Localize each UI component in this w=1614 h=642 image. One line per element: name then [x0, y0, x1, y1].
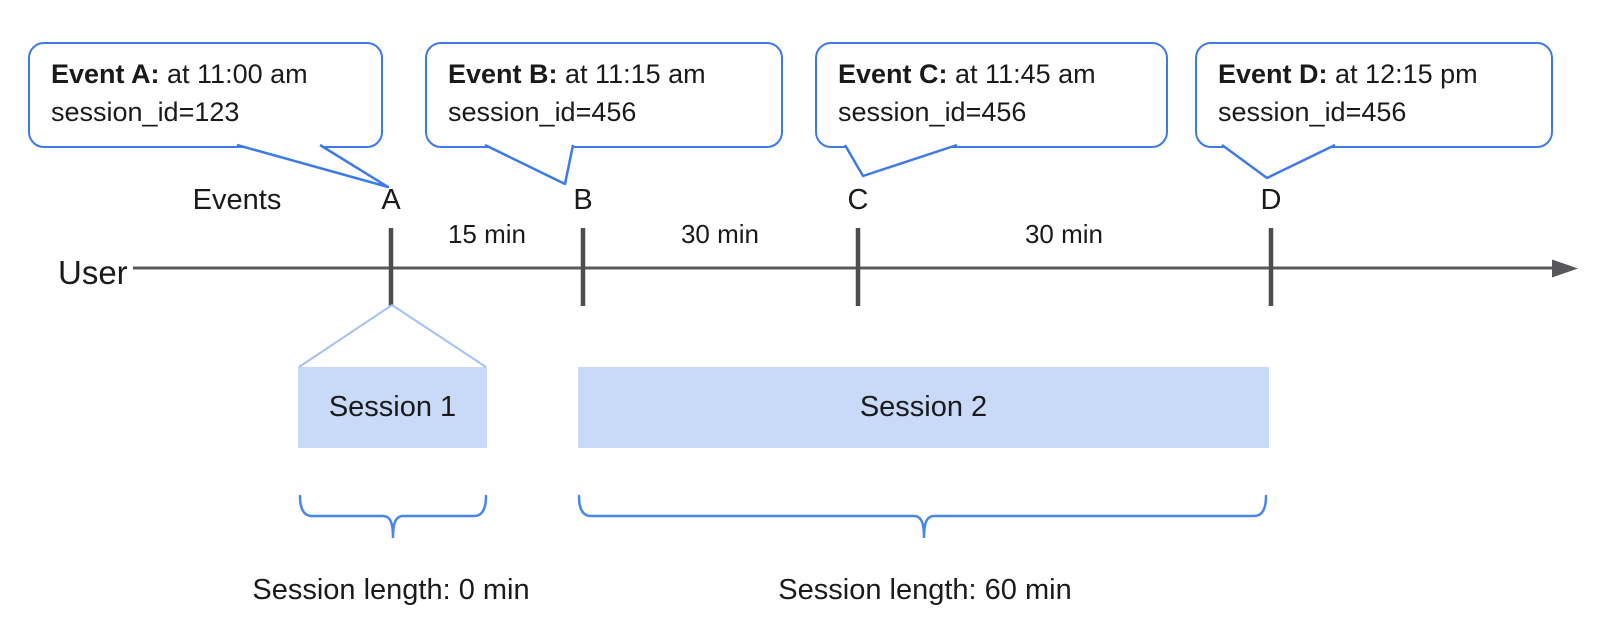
event-b-callout-time: at 11:15 am [557, 59, 706, 89]
session-1-length-label: Session length: 0 min [252, 574, 530, 606]
session-2-brace [577, 494, 1268, 539]
event-d-callout-session: session_id=456 [1218, 97, 1407, 127]
user-row-label: User [58, 254, 128, 291]
event-a-callout: Event A: at 11:00 am session_id=123 [28, 42, 383, 148]
event-d-marker-label: D [1260, 184, 1282, 216]
session-1-funnel-lines [298, 304, 487, 368]
event-b-callout-line1: Event B: at 11:15 am [448, 55, 761, 93]
session-2-box: Session 2 [578, 367, 1269, 448]
interval-a-b-label: 15 min [447, 219, 527, 249]
event-d-callout-tail [1221, 143, 1336, 180]
event-d-callout: Event D: at 12:15 pm session_id=456 [1195, 42, 1553, 148]
event-d-callout-title: Event D: [1218, 59, 1328, 89]
event-c-callout-line1: Event C: at 11:45 am [838, 55, 1146, 93]
event-b-marker-label: B [573, 184, 593, 216]
event-d-callout-line1: Event D: at 12:15 pm [1218, 55, 1531, 93]
session-1-label: Session 1 [328, 391, 457, 423]
event-c-callout-time: at 11:45 am [947, 59, 1096, 89]
event-a-callout-line1: Event A: at 11:00 am [51, 55, 361, 93]
session-2-label: Session 2 [859, 391, 988, 423]
event-b-callout: Event B: at 11:15 am session_id=456 [425, 42, 783, 148]
event-a-callout-tail [236, 143, 390, 189]
event-b-callout-title: Event B: [448, 59, 558, 89]
session-2-length-label: Session length: 60 min [778, 574, 1072, 606]
event-b-callout-session: session_id=456 [448, 97, 637, 127]
session-1-box: Session 1 [298, 367, 487, 448]
event-c-marker-label: C [847, 184, 869, 216]
session-1-brace [298, 494, 488, 539]
event-b-callout-tail [484, 143, 575, 186]
interval-b-c-label: 30 min [680, 219, 760, 249]
event-d-callout-time: at 12:15 pm [1327, 59, 1478, 89]
event-a-callout-time: at 11:00 am [159, 59, 308, 89]
events-row-label: Events [192, 184, 282, 216]
timeline-arrow-icon [1552, 259, 1578, 278]
event-a-marker-label: A [381, 184, 401, 216]
event-c-callout-session: session_id=456 [838, 97, 1027, 127]
event-a-callout-session: session_id=123 [51, 97, 240, 127]
event-c-callout-tail [843, 143, 958, 178]
event-c-callout-title: Event C: [838, 59, 948, 89]
interval-c-d-label: 30 min [1024, 219, 1104, 249]
event-a-callout-title: Event A: [51, 59, 160, 89]
event-c-callout: Event C: at 11:45 am session_id=456 [815, 42, 1168, 148]
